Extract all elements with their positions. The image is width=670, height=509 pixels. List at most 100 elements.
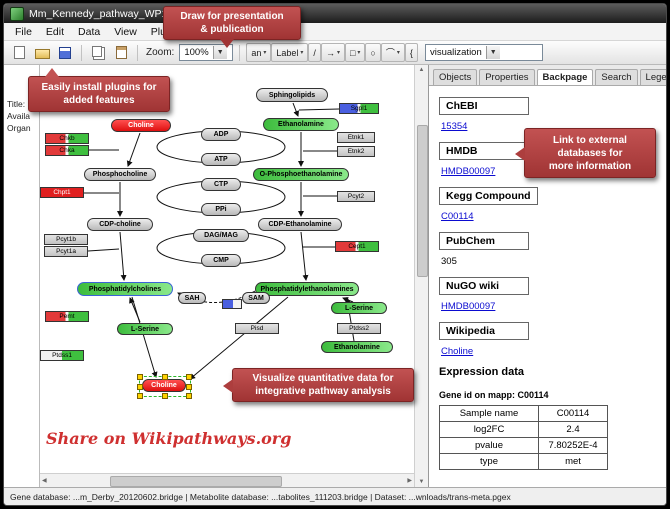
selection-handle[interactable] <box>186 374 192 380</box>
pathway-node-phosphocholine[interactable]: Phosphocholine <box>84 168 156 181</box>
table-cell: met <box>538 453 608 470</box>
horizontal-scrollbar[interactable]: ◀ ▶ <box>40 473 414 487</box>
pathway-node-chkb[interactable]: Chkb <box>45 133 89 144</box>
pathway-node-ethanolamine-top[interactable]: Ethanolamine <box>263 118 339 131</box>
callout-pointer <box>220 39 234 48</box>
paste-button[interactable] <box>111 44 131 62</box>
pathway-node-pcyt1a[interactable]: Pcyt1a <box>44 246 88 257</box>
pathway-node-pcyt1b[interactable]: Pcyt1b <box>44 234 88 245</box>
scroll-left-icon[interactable]: ◀ <box>42 478 47 484</box>
tool-line-button[interactable]: / <box>308 43 321 63</box>
pathway-node-ctp[interactable]: CTP <box>201 178 241 191</box>
pathway-node-ppi[interactable]: PPi <box>201 203 241 216</box>
nugo-id-link[interactable]: HMDB00097 <box>441 301 496 312</box>
pathway-node-pisd[interactable]: Pisd <box>235 323 279 334</box>
tab-objects[interactable]: Objects <box>433 69 478 85</box>
zoom-combobox[interactable]: 100% ▼ <box>179 44 234 61</box>
toolbar: Zoom: 100% ▼ an▾Label▾/→▾□▾○⌒▾{ visualiz… <box>4 41 666 65</box>
table-cell: pvalue <box>439 437 539 454</box>
gene-id-line: Gene id on mapp: C00114 <box>439 390 549 400</box>
scroll-up-icon[interactable]: ▲ <box>418 67 425 73</box>
tab-properties[interactable]: Properties <box>479 69 535 85</box>
scrollbar-thumb[interactable] <box>417 125 428 277</box>
pathway-node-dagmag[interactable]: DAG/MAG <box>193 229 249 242</box>
pathway-node-chpt1[interactable]: Chpt1 <box>40 187 84 198</box>
tool-brace-button[interactable]: { <box>404 43 418 63</box>
selection-handle[interactable] <box>137 384 143 390</box>
pathway-node-cmp[interactable]: CMP <box>201 254 241 267</box>
pathway-node-cdp-choline[interactable]: CDP-choline <box>87 218 153 231</box>
tab-backpage[interactable]: Backpage <box>536 69 594 85</box>
menu-view[interactable]: View <box>114 25 137 38</box>
selection-handle[interactable] <box>186 393 192 399</box>
expression-table: Sample name C00114 log2FC 2.4 pvalue 7.8… <box>439 405 608 470</box>
pathway-node-o-phosphoethanolamine[interactable]: O-Phosphoethanolamine <box>253 168 349 181</box>
hmdb-id-link[interactable]: HMDB00097 <box>441 166 496 177</box>
pathway-node-choline-top[interactable]: Choline <box>111 119 171 132</box>
menu-bar: File Edit Data View Plugins Help <box>4 23 666 41</box>
save-button[interactable] <box>55 44 75 62</box>
pathway-node-etnk1[interactable]: Etnk1 <box>337 132 375 143</box>
pathway-node-atp[interactable]: ATP <box>201 153 241 166</box>
scroll-right-icon[interactable]: ▶ <box>407 478 412 484</box>
kegg-id-link[interactable]: C00114 <box>441 211 474 222</box>
open-file-button[interactable] <box>32 44 52 62</box>
pathway-node-l-serine-left[interactable]: L-Serine <box>117 323 173 335</box>
tab-search[interactable]: Search <box>595 69 638 85</box>
pathway-node-adp[interactable]: ADP <box>201 128 241 141</box>
table-cell: C00114 <box>538 405 608 422</box>
pathway-node-sah[interactable]: SAH <box>178 292 206 304</box>
tab-legend[interactable]: Legend <box>639 69 666 85</box>
menu-file[interactable]: File <box>15 25 32 38</box>
pathway-node-cept1[interactable]: Cept1 <box>335 241 379 252</box>
backpage-panel: ChEBI 15354 HMDB HMDB00097 Kegg Compound… <box>429 86 666 487</box>
pathway-node-phosphatidylcholines[interactable]: Phosphatidylcholines <box>77 282 173 296</box>
table-cell: type <box>439 453 539 470</box>
pathway-node-ptdss1[interactable]: Ptdss1 <box>40 350 84 361</box>
pathway-node-sam[interactable]: SAM <box>242 292 270 304</box>
pathway-node-mini-blue[interactable] <box>222 299 242 309</box>
pathway-node-l-serine-right[interactable]: L-Serine <box>331 302 387 314</box>
tool-rectangle-button[interactable]: □▾ <box>344 43 366 63</box>
vertical-scrollbar[interactable]: ▲ ▼ <box>414 65 428 487</box>
tool-datanode-button[interactable]: an▾ <box>246 43 272 63</box>
tool-oval-button[interactable]: ○ <box>365 43 381 63</box>
tool-arc-button[interactable]: ⌒▾ <box>380 42 405 62</box>
visualization-combobox[interactable]: visualization ▼ <box>425 44 543 61</box>
selection-handle[interactable] <box>137 393 143 399</box>
copy-button[interactable] <box>88 44 108 62</box>
selection-handle[interactable] <box>162 374 168 380</box>
tool-arrow-button[interactable]: →▾ <box>320 43 345 63</box>
scroll-down-icon[interactable]: ▼ <box>418 479 425 485</box>
pathway-node-sphingolipids[interactable]: Sphingolipids <box>256 88 328 102</box>
save-disk-icon <box>59 46 71 59</box>
pathway-node-etnk2[interactable]: Etnk2 <box>337 146 375 157</box>
pathway-node-pemt[interactable]: Pemt <box>45 311 89 322</box>
pathway-node-sgpl1[interactable]: Sgpl1 <box>339 103 379 114</box>
selection-handle[interactable] <box>186 384 192 390</box>
chebi-id-link[interactable]: 15354 <box>441 121 468 132</box>
tool-label-button[interactable]: Label▾ <box>271 43 309 63</box>
chevron-down-icon[interactable]: ▼ <box>212 46 227 59</box>
callout-quantitative-data: Visualize quantitative data for integrat… <box>223 368 414 402</box>
pathway-node-pcyt2[interactable]: Pcyt2 <box>337 191 375 202</box>
menu-edit[interactable]: Edit <box>45 25 65 38</box>
selection-handle[interactable] <box>137 374 143 380</box>
table-row: log2FC 2.4 <box>439 421 608 438</box>
pathway-node-ptdss2[interactable]: Ptdss2 <box>337 323 381 334</box>
table-cell: Sample name <box>439 405 539 422</box>
pathway-node-phosphatidylethanolamines[interactable]: Phosphatidylethanolamines <box>255 282 359 296</box>
new-file-button[interactable] <box>9 44 29 62</box>
pathway-node-ethanolamine-bottom[interactable]: Ethanolamine <box>321 341 393 353</box>
menu-data[interactable]: Data <box>78 25 101 38</box>
chevron-down-icon[interactable]: ▼ <box>485 46 500 59</box>
wikipedia-link[interactable]: Choline <box>441 346 474 357</box>
selection-handle[interactable] <box>162 393 168 399</box>
scrollbar-thumb[interactable] <box>110 476 282 487</box>
left-panel-label: Availa <box>7 111 30 121</box>
pathway-node-chka[interactable]: Chka <box>45 145 89 156</box>
pathway-node-cdp-ethanolamine[interactable]: CDP-Ethanolamine <box>258 218 342 231</box>
